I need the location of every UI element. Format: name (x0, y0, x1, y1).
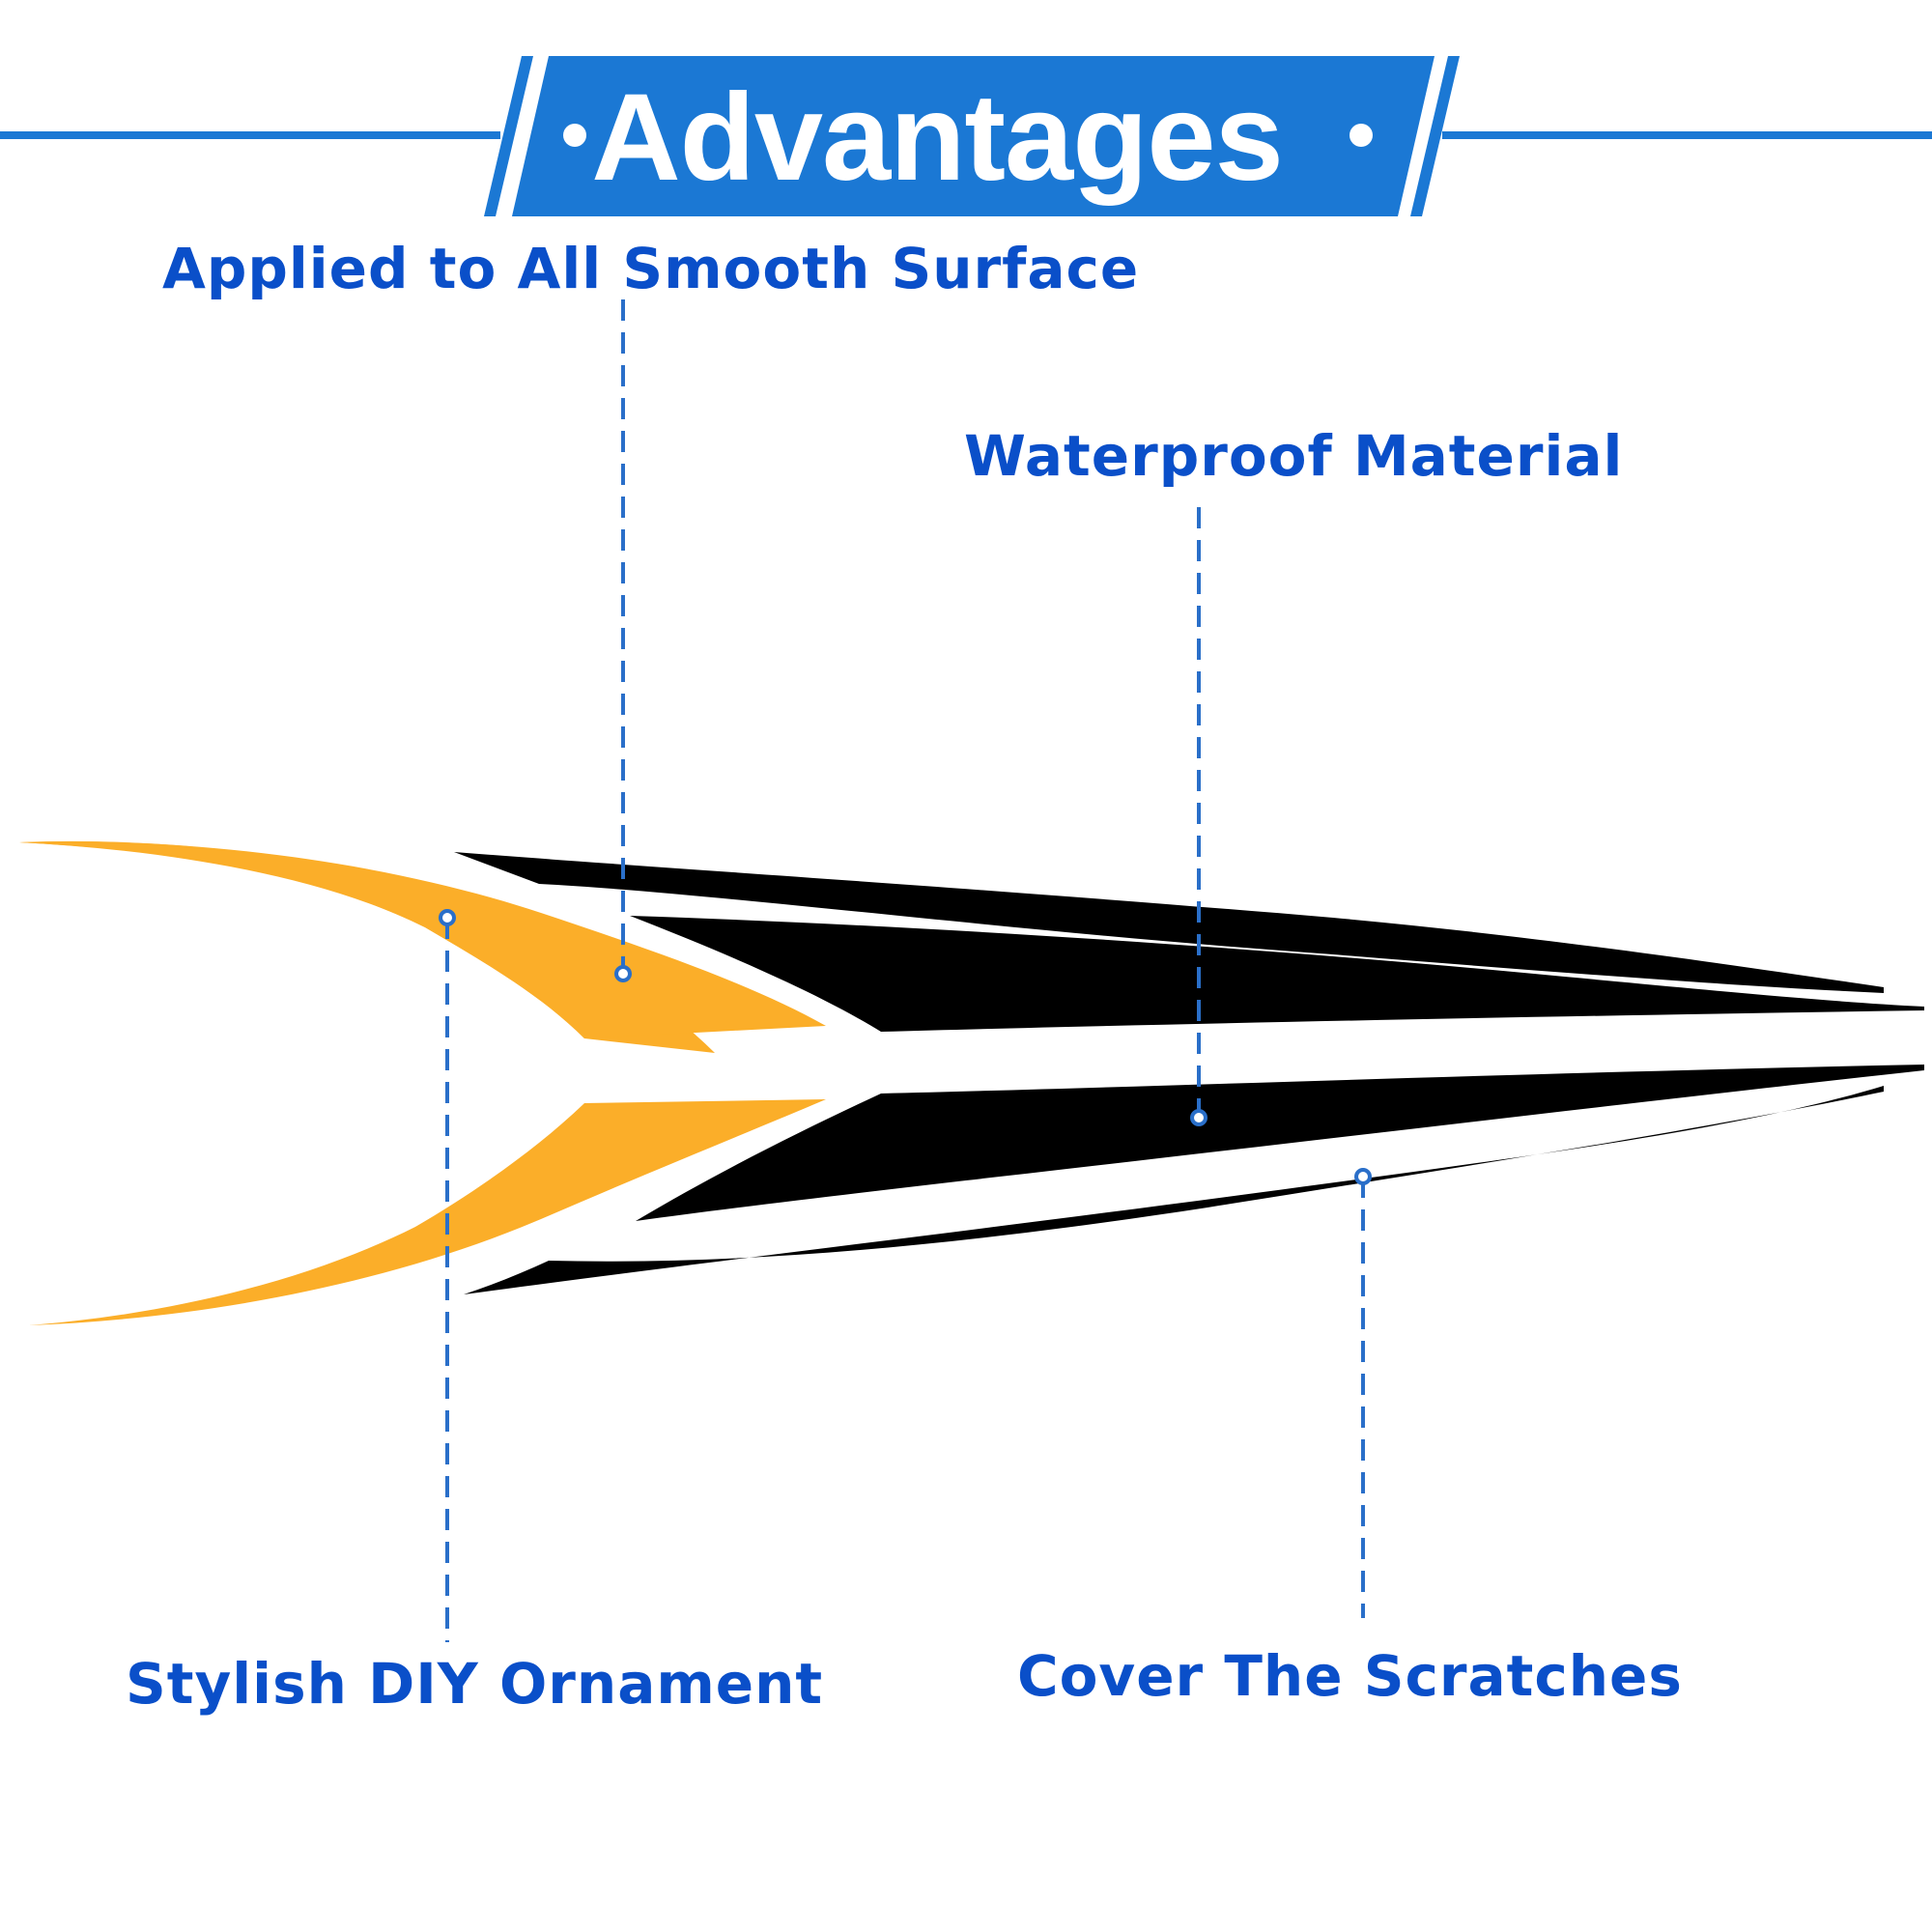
header-dot-left (563, 124, 586, 147)
black-stripe-upper-thin (454, 852, 1884, 993)
leader-dot-stylish (439, 909, 456, 926)
header-slash-left (484, 56, 533, 216)
leader-dot-waterproof (1190, 1109, 1208, 1126)
callout-waterproof: Waterproof Material (964, 423, 1624, 489)
header-banner (0, 56, 1932, 216)
black-stripe-lower-thin (464, 1086, 1884, 1294)
callout-stylish: Stylish DIY Ornament (126, 1651, 824, 1717)
black-stripe-lower-thick (636, 1065, 1924, 1221)
header-banner-bg (512, 56, 1435, 216)
header-dot-right (1350, 124, 1373, 147)
leader-dot-scratches (1354, 1168, 1372, 1185)
black-stripe-upper-thick (630, 916, 1924, 1032)
callout-smooth-surface: Applied to All Smooth Surface (162, 236, 1140, 301)
header-slash-right (1410, 56, 1460, 216)
orange-decal-lower (29, 1099, 826, 1325)
orange-decal-upper-body (19, 841, 826, 1038)
leader-dot-smooth-surface (614, 965, 632, 982)
page-title: Advantages (591, 69, 1284, 207)
callout-scratches: Cover The Scratches (1017, 1643, 1683, 1709)
